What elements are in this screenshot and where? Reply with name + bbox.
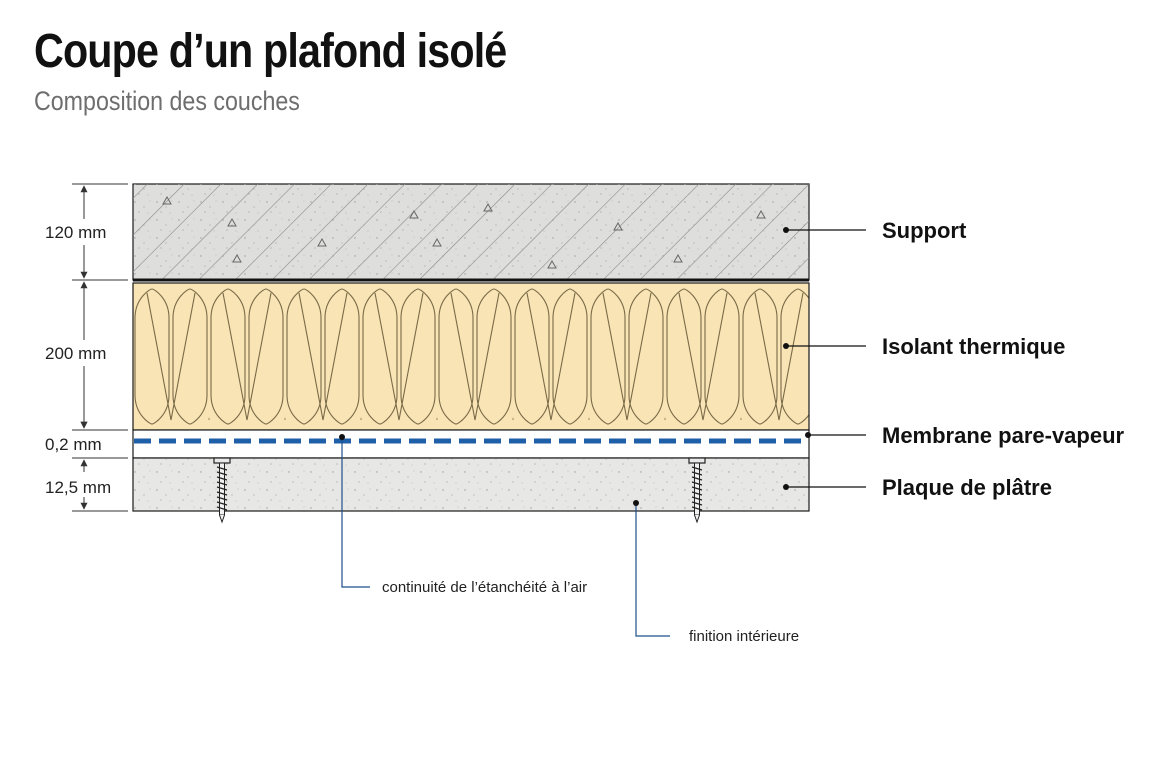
- layer-label-plaque: Plaque de plâtre: [882, 475, 1052, 500]
- layer-label-isolant: Isolant thermique: [882, 334, 1065, 359]
- leader-dot-icon: [783, 227, 811, 490]
- layer-plaque-de-platre: [132, 457, 810, 512]
- leader-dot-icon: [633, 500, 639, 506]
- layer-membrane-pare-vapeur: [132, 429, 810, 459]
- layer-label-support: Support: [882, 218, 967, 243]
- page-subtitle: Composition des couches: [34, 86, 300, 116]
- screw-icon: [213, 457, 231, 524]
- page-title: Coupe d’un plafond isolé: [34, 25, 507, 78]
- layer-support: [132, 183, 810, 281]
- dimension-label-support: 120 mm: [45, 223, 106, 242]
- leader-dot-icon: [339, 434, 345, 440]
- dimension-label-plaque: 12,5 mm: [45, 478, 111, 497]
- dimension-label-membrane: 0,2 mm: [45, 435, 102, 454]
- annotation-finition: finition intérieure: [689, 628, 799, 645]
- layer-isolant-thermique: [132, 282, 810, 431]
- layer-label-membrane: Membrane pare-vapeur: [882, 423, 1125, 448]
- annotation-leaders: [341, 437, 670, 637]
- layer-leader-lines: [786, 229, 866, 488]
- dimension-lines: [72, 183, 128, 512]
- annotation-continuite: continuité de l’étanchéité à l’air: [382, 579, 587, 596]
- screw-icon: [688, 457, 706, 524]
- aggregate-marks: [162, 195, 766, 269]
- dimension-label-isolant: 200 mm: [45, 344, 106, 363]
